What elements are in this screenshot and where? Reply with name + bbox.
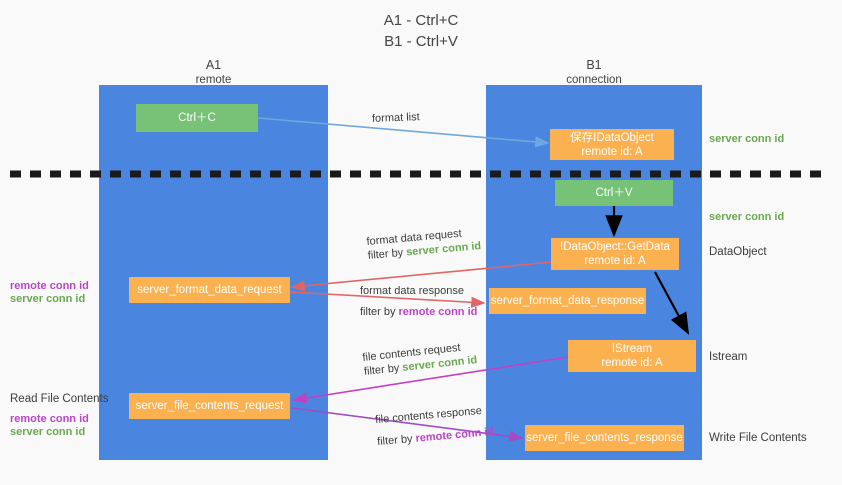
edge-label-format-data-response: format data response filter by remote co…: [360, 284, 477, 319]
label-remote-conn-id-1: remote conn id: [10, 280, 89, 292]
edge-label-file-contents-request: file contents request filter by server c…: [362, 339, 478, 379]
node-server-file-contents-request-label: server_file_contents_request: [135, 400, 284, 412]
node-server-file-contents-request[interactable]: server_file_contents_request: [129, 393, 290, 419]
edge-label-format-data-request: format data request filter by server con…: [366, 225, 482, 263]
node-ctrl-c[interactable]: Ctrl＋C: [136, 104, 258, 132]
edge-label-file-contents-response-filter: filter by remote conn id: [377, 425, 495, 449]
edge-label-file-contents-response-text: file contents response: [374, 404, 483, 427]
node-idataobject-getdata-line1: IDataObject::GetData: [560, 241, 670, 253]
node-idataobject-getdata[interactable]: IDataObject::GetData remote id: A: [551, 238, 679, 270]
node-ctrl-v-label: Ctrl＋V: [595, 187, 633, 199]
label-istream: Istream: [709, 351, 748, 363]
filter-prefix: filter by: [360, 306, 399, 318]
edge-label-file-contents-response: file contents response filter by remote …: [375, 403, 495, 449]
node-server-format-data-response-label: server_format_data_response: [490, 295, 645, 307]
node-server-file-contents-response[interactable]: server_file_contents_response: [525, 425, 684, 451]
column-a1-name: A1: [205, 58, 222, 72]
column-header-b1: B1 connection: [486, 58, 702, 88]
node-save-idataobject-line2: remote id: A: [581, 145, 643, 158]
node-server-format-data-response[interactable]: server_format_data_response: [489, 288, 646, 314]
node-istream-line1: IStream: [611, 343, 653, 355]
label-data-object: DataObject: [709, 246, 767, 258]
node-istream[interactable]: IStream remote id: A: [568, 340, 696, 372]
label-server-conn-id-1: server conn id: [10, 293, 86, 305]
filter-id-remote-conn-id: remote conn id: [415, 425, 495, 445]
label-read-file-contents: Read File Contents: [10, 393, 109, 405]
edge-label-format-data-response-filter: filter by remote conn id: [360, 305, 477, 319]
label-remote-conn-id-2: remote conn id: [10, 413, 89, 425]
page-title: A1 - Ctrl+C B1 - Ctrl+V: [0, 10, 842, 52]
node-server-format-data-request-label: server_format_data_request: [137, 284, 282, 296]
column-b1-role: connection: [566, 74, 622, 86]
column-a1-role: remote: [195, 74, 232, 86]
filter-id-remote-conn-id: remote conn id: [398, 306, 478, 318]
edge-label-format-list-text: format list: [371, 111, 420, 125]
column-b1-name: B1: [586, 58, 602, 72]
edge-label-format-list: format list: [372, 110, 420, 126]
label-server-conn-id-top: server conn id: [709, 133, 785, 145]
title-line-1: A1 - Ctrl+C: [383, 12, 459, 29]
filter-prefix: filter by: [363, 361, 403, 378]
label-server-conn-id-mid: server conn id: [709, 211, 785, 223]
node-server-file-contents-response-label: server_file_contents_response: [526, 432, 683, 444]
edge-label-format-data-response-text: format data response: [360, 285, 464, 297]
node-ctrl-v[interactable]: Ctrl＋V: [555, 180, 673, 206]
node-save-idataobject[interactable]: 保存IDataObject remote id: A: [550, 129, 674, 160]
node-istream-line2: remote id: A: [601, 357, 663, 369]
node-server-format-data-request[interactable]: server_format_data_request: [129, 277, 290, 303]
label-write-file-contents: Write File Contents: [709, 432, 807, 444]
node-idataobject-getdata-line2: remote id: A: [584, 255, 646, 267]
filter-prefix: filter by: [367, 246, 407, 262]
node-ctrl-c-label: Ctrl＋C: [178, 112, 216, 124]
node-save-idataobject-line1: 保存IDataObject: [570, 131, 654, 144]
filter-prefix: filter by: [376, 432, 417, 449]
label-server-conn-id-2: server conn id: [10, 426, 86, 438]
column-header-a1: A1 remote: [99, 58, 328, 88]
title-line-2: B1 - Ctrl+V: [384, 33, 458, 50]
